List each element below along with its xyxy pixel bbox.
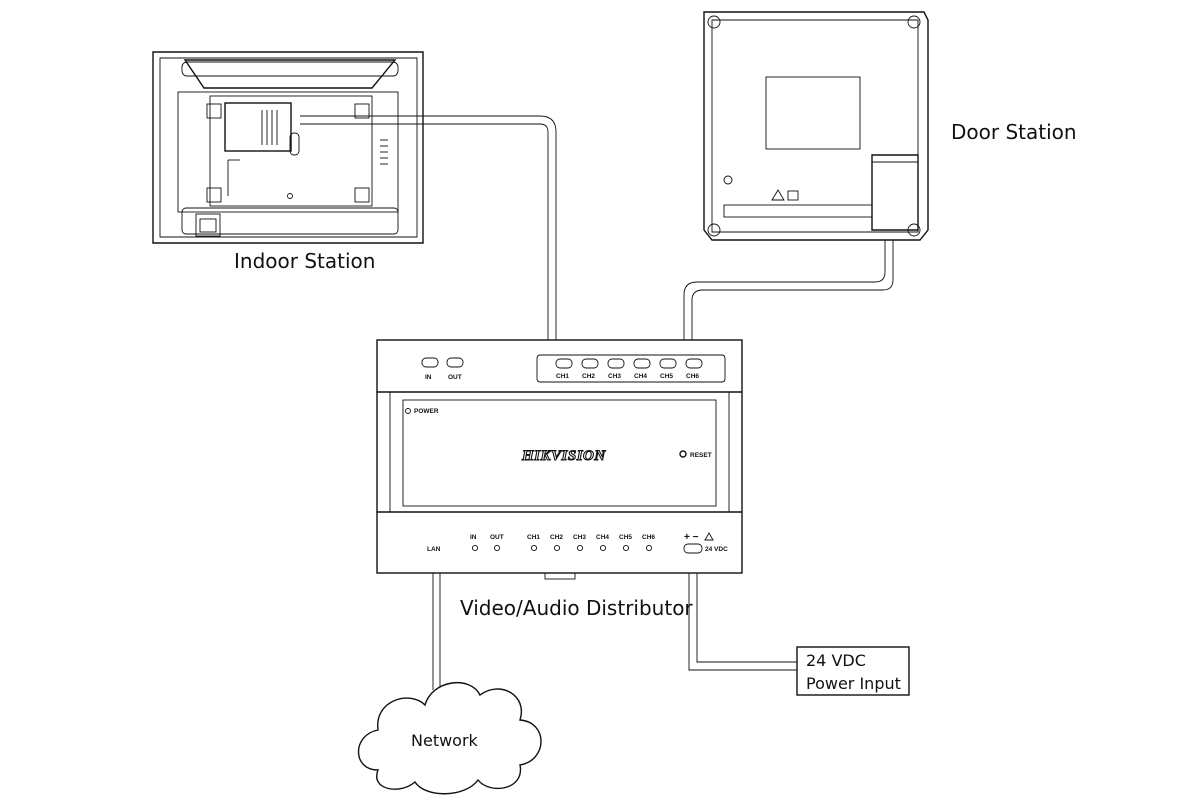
door-cable (683, 240, 894, 360)
bottom-ch5-label: CH5 (619, 534, 632, 541)
distributor-body (376, 339, 743, 580)
bottom-ch1-label: CH1 (527, 534, 540, 541)
bottom-lan-label: LAN (427, 546, 441, 553)
power-input-line2: Power Input (806, 674, 901, 693)
top-ch3-label: CH3 (608, 373, 621, 380)
top-ch6-label: CH6 (686, 373, 699, 380)
door-station-label: Door Station (951, 120, 1077, 144)
top-ch4-label: CH4 (634, 373, 647, 380)
brand-logo: HIKVISION (521, 448, 606, 464)
power-input-box (796, 646, 910, 696)
distributor-labels: IN OUT CH1 CH2 CH3 CH4 CH5 CH6 POWER HIK… (414, 373, 728, 553)
power-input-line1: 24 VDC (806, 651, 866, 670)
top-in-label: IN (425, 374, 432, 381)
power-cable (688, 570, 797, 671)
bottom-ch2-label: CH2 (550, 534, 563, 541)
top-ch1-label: CH1 (556, 373, 569, 380)
bottom-ch4-label: CH4 (596, 534, 609, 541)
door-station (703, 11, 929, 241)
reset-label: RESET (690, 452, 712, 459)
bottom-out-label: OUT (490, 534, 504, 541)
network-cloud (357, 681, 542, 795)
polarity-label: + − (684, 532, 699, 543)
indoor-station (152, 51, 424, 244)
network-label: Network (411, 731, 479, 750)
indoor-cable (300, 115, 557, 360)
lan-cable (432, 570, 441, 690)
indoor-station-label: Indoor Station (234, 249, 375, 273)
bottom-in-label: IN (470, 534, 477, 541)
power-led-label: POWER (414, 408, 439, 415)
bottom-ch6-label: CH6 (642, 534, 655, 541)
top-ch2-label: CH2 (582, 373, 595, 380)
voltage-label: 24 VDC (705, 546, 728, 553)
top-ch5-label: CH5 (660, 373, 673, 380)
bottom-ch3-label: CH3 (573, 534, 586, 541)
distributor-label: Video/Audio Distributor (460, 596, 693, 620)
top-out-label: OUT (448, 374, 462, 381)
